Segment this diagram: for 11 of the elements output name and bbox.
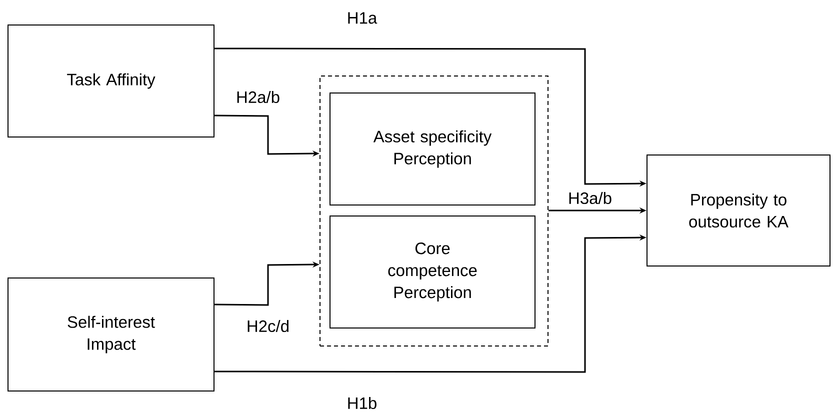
dashed-box [320, 76, 548, 346]
edge-label: H1a [346, 11, 378, 25]
edge-label: H2a/b [235, 90, 282, 104]
concept-box: Self-interest Impact [8, 278, 214, 392]
edge-label: H2c/d [245, 318, 291, 334]
concept-box: Asset specificity Perception [330, 92, 536, 206]
concept-box: Propensity to outsource KA [646, 154, 830, 266]
edge-label: H1b [346, 396, 378, 410]
concept-box: Core competence Perception [330, 216, 536, 328]
concept-box: Task Affinity [8, 24, 214, 138]
edge-label: H3a/b [567, 190, 614, 206]
